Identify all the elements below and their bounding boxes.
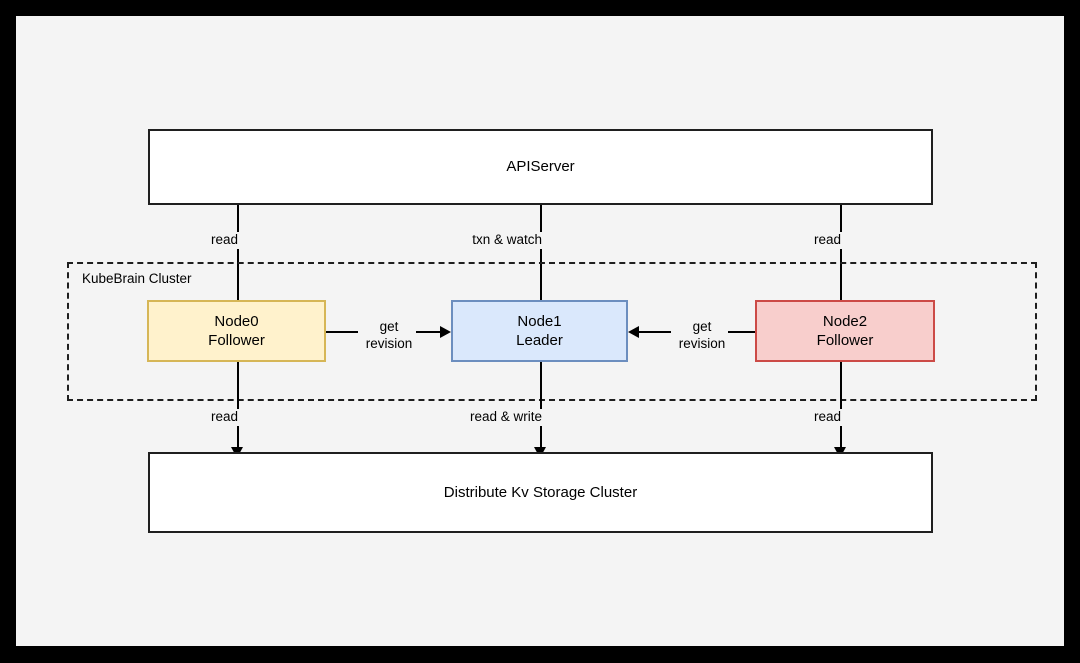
storage-cluster-box[interactable]: Distribute Kv Storage Cluster (148, 452, 933, 533)
node2-label-line1: Node2 (822, 312, 868, 330)
node0-label-line1: Node0 (214, 312, 259, 330)
edge-node0-node1-label-line2: revision (365, 335, 413, 351)
edge-apiserver-node1-label: txn & watch (468, 232, 544, 249)
edge-node2-node1-arrowhead (628, 326, 639, 338)
edge-node0-node1-line-a (326, 331, 358, 333)
edge-apiserver-node0-label: read (206, 232, 240, 249)
edge-node0-storage-label: read (206, 409, 240, 426)
edge-node0-node1-label-line1: get (379, 319, 399, 334)
storage-cluster-label: Distribute Kv Storage Cluster (443, 483, 638, 501)
node1-label-line1: Node1 (517, 312, 562, 330)
apiserver-label: APIServer (506, 158, 575, 176)
edge-apiserver-node2-label: read (809, 232, 843, 249)
edge-node1-storage-label: read & write (464, 409, 544, 426)
node2-box[interactable]: Node2 Follower (755, 300, 935, 362)
edge-node0-node1-line-b (416, 331, 443, 333)
node2-label-line2: Follower (816, 332, 874, 349)
edge-node2-node1-line-a (728, 331, 755, 333)
edge-node2-node1-label-line1: get (692, 319, 712, 334)
edge-node0-node1-arrowhead (440, 326, 451, 338)
apiserver-box[interactable]: APIServer (148, 129, 933, 205)
edge-node2-storage-label: read (809, 409, 843, 426)
node0-label-line2: Follower (208, 332, 265, 349)
kubebrain-cluster-boundary (67, 262, 1037, 401)
edge-node2-node1-label-line2: revision (678, 335, 726, 351)
node1-box[interactable]: Node1 Leader (451, 300, 628, 362)
diagram-canvas: APIServer read txn & watch read KubeBrai… (16, 16, 1064, 646)
edge-node2-node1-label: get revision (666, 319, 738, 352)
edge-apiserver-node2-line (840, 205, 842, 312)
edge-apiserver-node0-line (237, 205, 239, 312)
edge-node0-node1-label: get revision (353, 319, 425, 352)
kubebrain-cluster-label: KubeBrain Cluster (82, 271, 192, 286)
node0-box[interactable]: Node0 Follower (147, 300, 326, 362)
edge-apiserver-node1-line (540, 205, 542, 312)
node1-label-line2: Leader (516, 332, 563, 349)
edge-node2-node1-line-b (639, 331, 671, 333)
